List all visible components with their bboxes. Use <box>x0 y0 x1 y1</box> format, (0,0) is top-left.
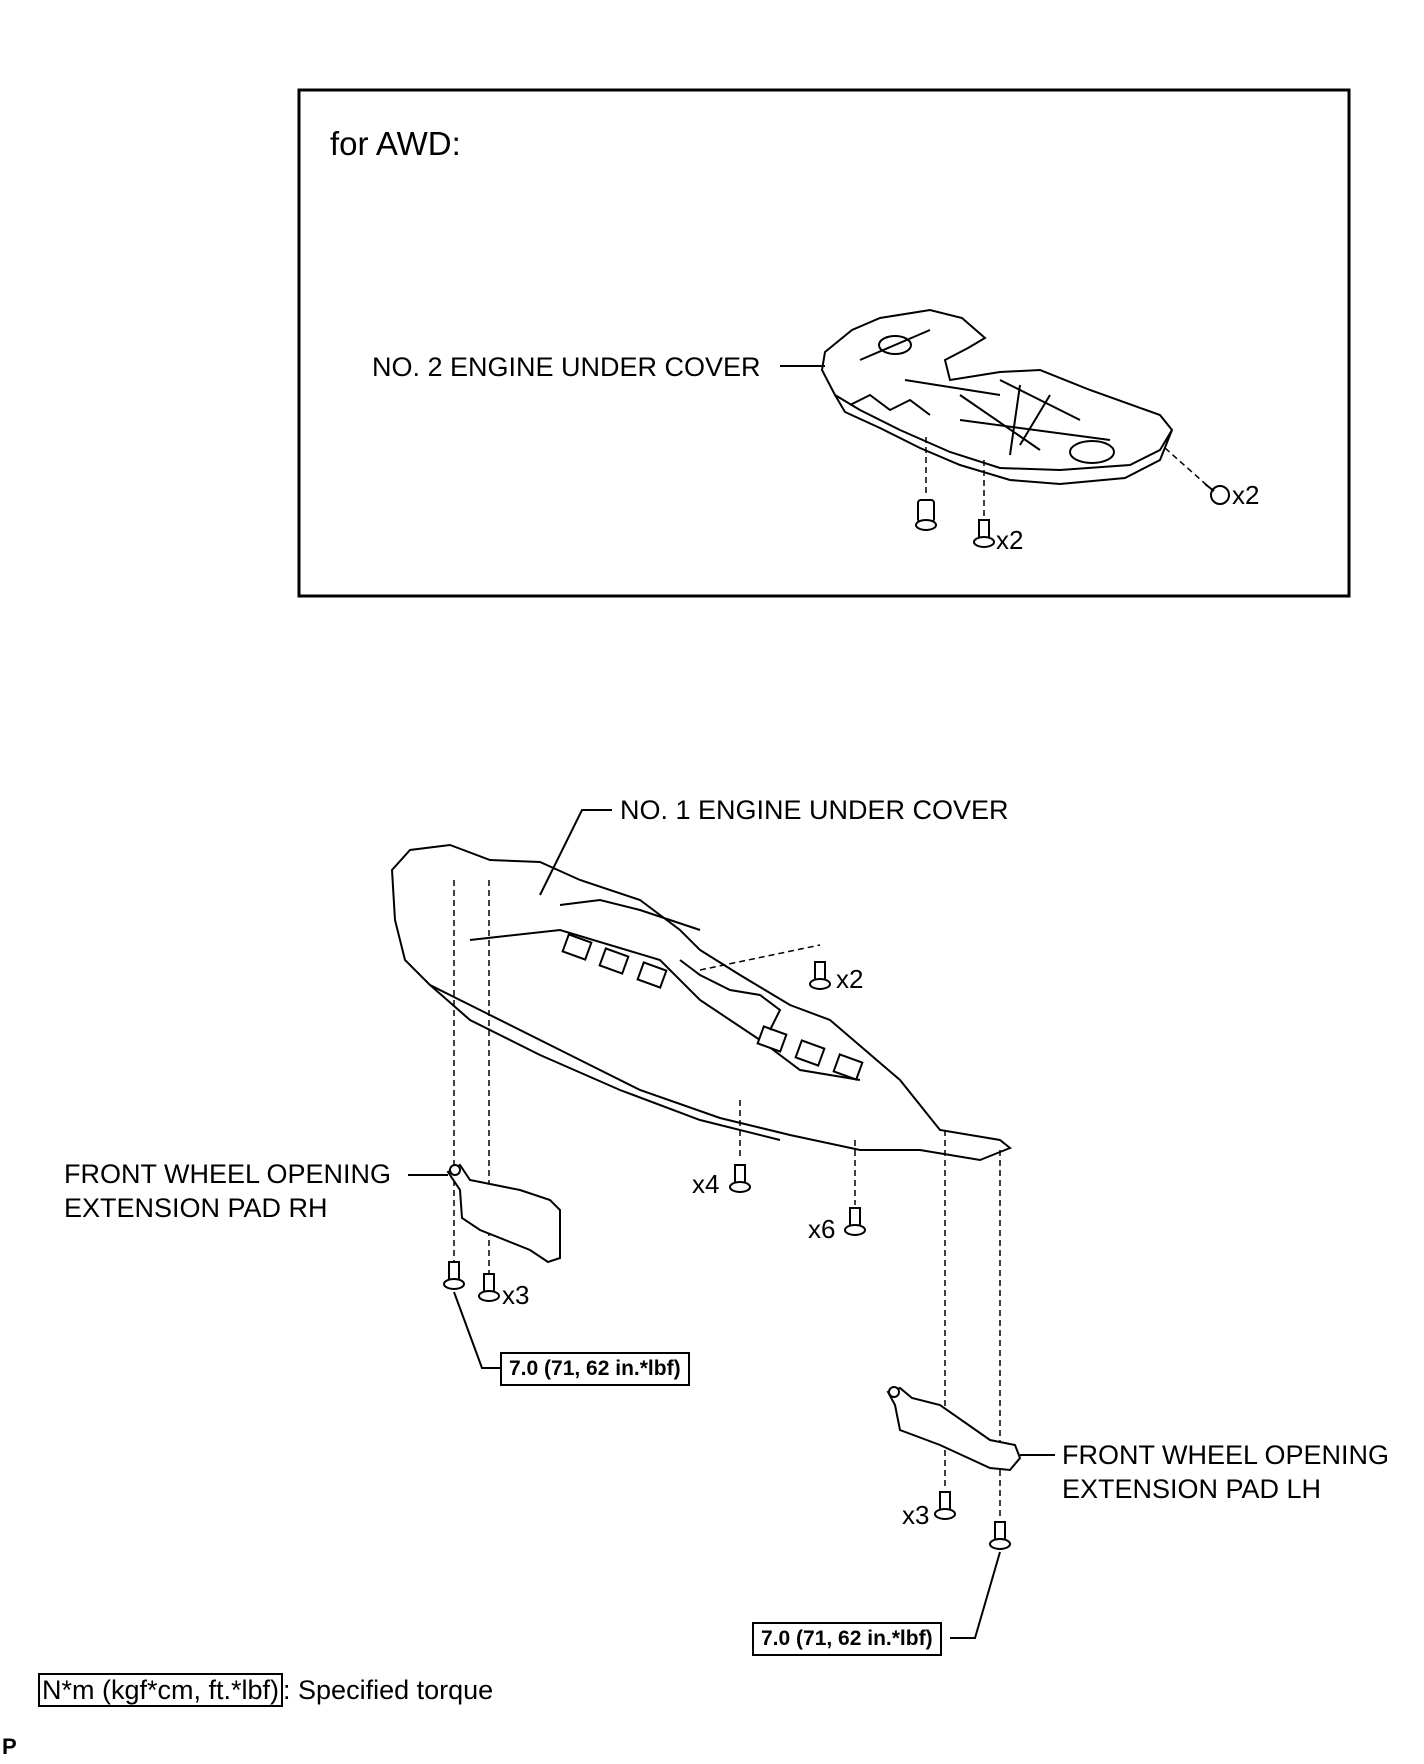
torque-spec-left: 7.0 (71, 62 in.*lbf) <box>500 1352 690 1386</box>
pad-lh <box>886 1386 1022 1472</box>
bolt-icon <box>973 519 995 548</box>
torque-leader-left <box>453 1291 500 1369</box>
no1-engine-under-cover-label: NO. 1 ENGINE UNDER COVER <box>620 795 1009 825</box>
pad-lh-label-line1: FRONT WHEEL OPENING <box>1062 1440 1390 1470</box>
qty-inset-right: x2 <box>1232 480 1260 510</box>
pad-lh-label-line2: EXTENSION PAD LH <box>1062 1474 1322 1504</box>
torque-legend-text: : Specified torque <box>283 1675 494 1705</box>
bolt-icon <box>989 1521 1011 1550</box>
bolt-icon <box>478 1273 500 1302</box>
qty-x6: x6 <box>808 1214 836 1244</box>
figure-code: P <box>2 1734 17 1759</box>
clip-icon <box>915 499 937 531</box>
screw-icon <box>1204 483 1230 505</box>
qty-x3-left: x3 <box>502 1280 530 1310</box>
no2-engine-under-cover <box>820 308 1174 486</box>
qty-inset-bottom: x2 <box>996 525 1024 555</box>
no1-engine-under-cover <box>390 843 1012 1162</box>
qty-x2-main: x2 <box>836 964 864 994</box>
torque-spec-right: 7.0 (71, 62 in.*lbf) <box>752 1622 942 1656</box>
bolt-icon <box>934 1491 956 1520</box>
pad-rh-label-line2: EXTENSION PAD RH <box>64 1193 328 1223</box>
torque-legend: N*m (kgf*cm, ft.*lbf): Specified torque <box>38 1673 493 1707</box>
bolt-icon <box>809 961 831 990</box>
qty-x4: x4 <box>692 1169 720 1199</box>
no2-engine-under-cover-label: NO. 2 ENGINE UNDER COVER <box>372 352 761 382</box>
awd-inset-frame <box>297 88 1351 598</box>
bolt-icon <box>729 1164 751 1193</box>
inset-fastener-lines <box>925 437 1211 520</box>
bolt-icon <box>844 1207 866 1236</box>
torque-leader-right <box>950 1551 1001 1639</box>
awd-inset-title: for AWD: <box>330 125 461 162</box>
torque-legend-unit: N*m (kgf*cm, ft.*lbf) <box>38 1673 284 1707</box>
vent-slots <box>561 933 864 1081</box>
pad-rh-label-line1: FRONT WHEEL OPENING <box>64 1159 392 1189</box>
no1-leader <box>539 809 612 896</box>
pad-rh <box>446 1163 561 1264</box>
bolt-icon <box>443 1261 465 1290</box>
qty-x3-right: x3 <box>902 1500 930 1530</box>
